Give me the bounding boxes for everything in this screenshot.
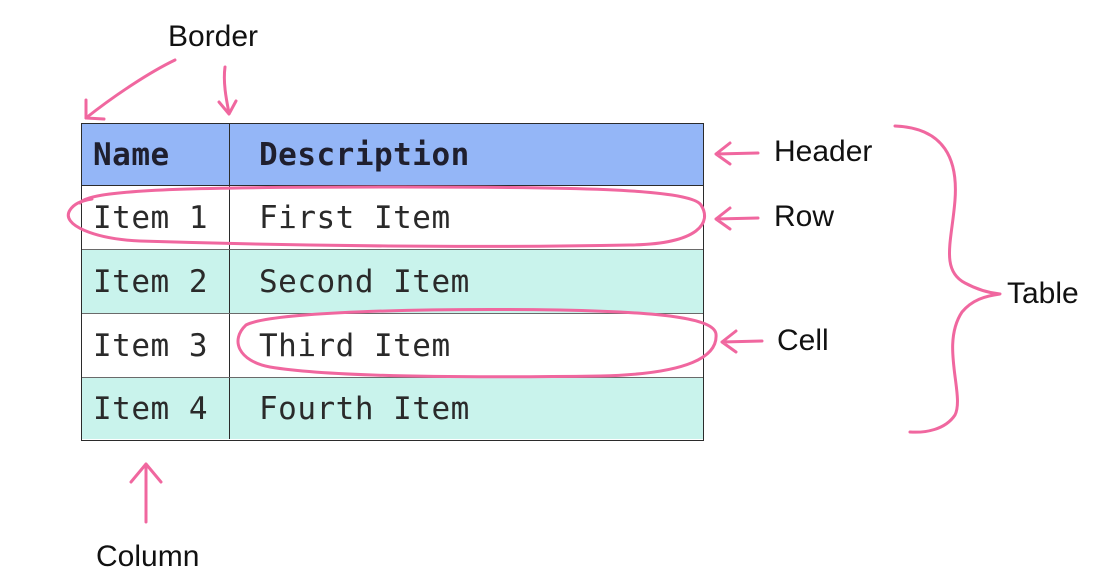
border-label: Border (168, 20, 259, 53)
example-table: Name Description Item 1 First Item Item … (81, 123, 704, 441)
table-cell: Second Item (259, 263, 470, 300)
table-cell: Item 4 (82, 378, 230, 439)
table-cell: Third Item (259, 327, 451, 364)
table-cell: Item 1 (82, 186, 230, 249)
row-arrow (714, 206, 760, 231)
table-row: Item 1 First Item (82, 186, 703, 250)
table-cell: First Item (259, 199, 451, 236)
table-cell: Fourth Item (259, 390, 470, 427)
header-cell-description: Description (259, 136, 470, 173)
cell-arrow (720, 329, 764, 354)
table-row: Item 2 Second Item (82, 250, 703, 314)
table-cell: Item 3 (82, 314, 230, 377)
row-label: Row (774, 200, 835, 233)
column-arrow (129, 462, 163, 524)
table-header-row: Name Description (82, 124, 703, 186)
table-cell: Item 2 (82, 250, 230, 313)
cell-label: Cell (777, 324, 829, 357)
table-brace (893, 124, 1002, 434)
border-arrowhead-right (217, 99, 238, 116)
table-row: Item 4 Fourth Item (82, 378, 703, 439)
table-label: Table (1007, 277, 1079, 310)
border-arrow-left (84, 58, 177, 120)
header-cell-name: Name (82, 124, 230, 185)
border-arrowhead-left (84, 98, 106, 121)
header-label: Header (774, 135, 873, 168)
table-row: Item 3 Third Item (82, 314, 703, 378)
column-label: Column (96, 540, 200, 573)
header-arrow (714, 141, 760, 166)
border-arrow-right (222, 65, 231, 115)
